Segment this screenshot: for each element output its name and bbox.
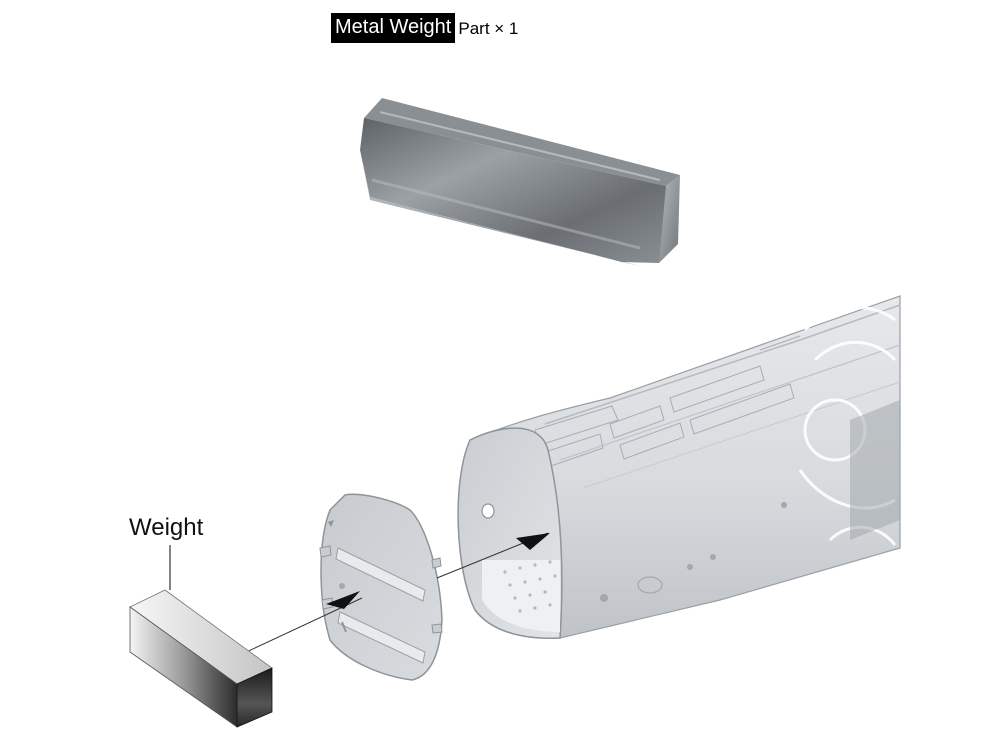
part-name-badge: Metal Weight [331,13,456,43]
locomotive-shell [457,295,901,639]
weight-block [129,545,273,728]
plate-rib-upper [335,547,426,602]
metal-weight-top-face [364,98,680,186]
end-plate [319,493,443,681]
weight-block-end [236,667,273,728]
shell-inner-hole [481,503,495,519]
plate-rib-lower [337,611,426,664]
metal-weight-part [360,98,680,266]
assembly-arrows [239,532,550,656]
weight-callout-label: Weight [129,514,204,541]
metal-weight-end-face [659,175,680,263]
arrowhead-shell [516,533,550,550]
part-header: Metal Weight Part × 1 [331,13,518,43]
arrowhead-plate [326,591,360,609]
part-quantity: Part × 1 [458,18,519,38]
metal-weight-front-face [360,118,672,263]
end-plate-face [320,493,443,681]
